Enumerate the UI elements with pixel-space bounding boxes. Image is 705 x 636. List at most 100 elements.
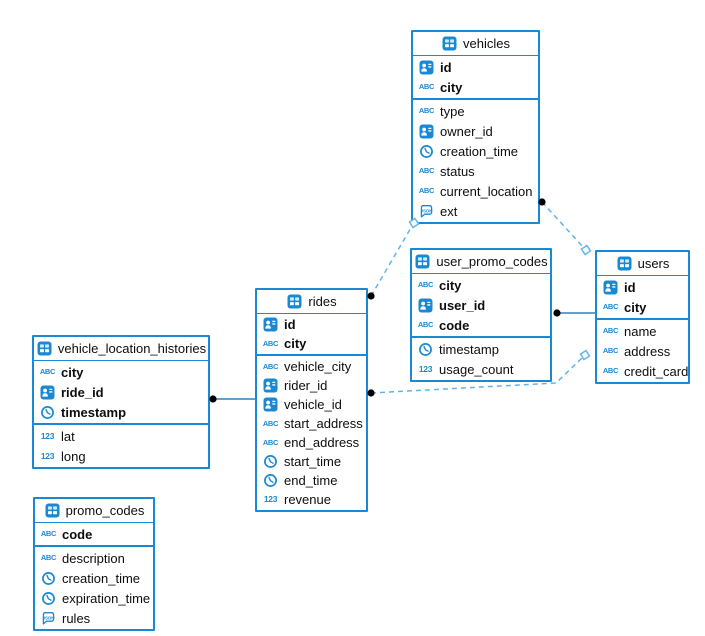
- table-header[interactable]: promo_codes: [35, 499, 153, 523]
- column-lat[interactable]: 123 lat: [34, 426, 208, 446]
- string-abc-icon: ABC: [40, 551, 57, 566]
- column-start_address[interactable]: ABC start_address: [257, 414, 366, 433]
- string-abc-icon-glyph: ABC: [39, 367, 56, 377]
- column-name: code: [439, 317, 470, 333]
- string-abc-icon-glyph: ABC: [418, 82, 435, 92]
- string-abc-icon: ABC: [417, 318, 434, 333]
- table-icon: [616, 256, 633, 271]
- column-id[interactable]: id: [413, 57, 538, 77]
- column-timestamp[interactable]: timestamp: [412, 339, 550, 359]
- id-card-icon: [602, 280, 619, 295]
- column-id[interactable]: id: [597, 277, 688, 297]
- relationship-line: [370, 225, 413, 297]
- number-123-icon: 123: [39, 429, 56, 444]
- column-current_location[interactable]: ABC current_location: [413, 181, 538, 201]
- string-abc-icon-glyph: ABC: [418, 186, 435, 196]
- column-rider_id[interactable]: rider_id: [257, 376, 366, 395]
- column-name: city: [284, 336, 307, 351]
- column-name: city: [61, 364, 84, 380]
- column-city[interactable]: ABC city: [413, 77, 538, 97]
- table-title: promo_codes: [65, 503, 145, 518]
- relationship-vehicle_location_histories-rides[interactable]: [209, 395, 256, 403]
- string-abc-icon-glyph: ABC: [417, 320, 434, 330]
- string-abc-icon-glyph: ABC: [262, 437, 279, 447]
- string-abc-icon: ABC: [262, 416, 279, 431]
- column-vehicle_id[interactable]: vehicle_id: [257, 395, 366, 414]
- column-user_id[interactable]: user_id: [412, 295, 550, 315]
- column-name: user_id: [439, 297, 486, 313]
- number-123-icon-glyph: 123: [40, 430, 55, 441]
- table-header[interactable]: rides: [257, 290, 366, 314]
- table-header[interactable]: vehicles: [413, 32, 538, 56]
- column-owner_id[interactable]: owner_id: [413, 121, 538, 141]
- table-header[interactable]: vehicle_location_histories: [34, 337, 208, 361]
- relationship-user_promo_codes-users[interactable]: [553, 309, 596, 317]
- column-name: id: [624, 279, 636, 295]
- column-code[interactable]: ABC code: [412, 315, 550, 335]
- column-name: owner_id: [440, 123, 493, 139]
- column-name: id: [284, 317, 296, 332]
- id-card-icon: [262, 378, 279, 393]
- column-name: name: [624, 323, 657, 339]
- table-header[interactable]: user_promo_codes: [412, 250, 550, 274]
- column-expiration_time[interactable]: expiration_time: [35, 588, 153, 608]
- string-abc-icon: ABC: [418, 80, 435, 95]
- column-name: city: [440, 79, 463, 95]
- string-abc-icon-glyph: ABC: [602, 326, 619, 336]
- column-id[interactable]: id: [257, 315, 366, 334]
- string-abc-icon: ABC: [602, 364, 619, 379]
- string-abc-icon-glyph: ABC: [418, 166, 435, 176]
- column-end_time[interactable]: end_time: [257, 471, 366, 490]
- table-header[interactable]: users: [597, 252, 688, 276]
- column-name: start_address: [284, 416, 363, 431]
- column-name: city: [624, 299, 647, 315]
- column-name: revenue: [284, 492, 331, 507]
- id-card-icon: [418, 124, 435, 139]
- table-icon: [36, 341, 53, 356]
- column-ride_id[interactable]: ride_id: [34, 382, 208, 402]
- string-abc-icon: ABC: [418, 164, 435, 179]
- column-creation_time[interactable]: creation_time: [413, 141, 538, 161]
- string-abc-icon-glyph: ABC: [262, 418, 279, 428]
- column-name: current_location: [440, 183, 533, 199]
- column-start_time[interactable]: start_time: [257, 452, 366, 471]
- string-abc-icon-glyph: ABC: [40, 553, 57, 563]
- table-title: user_promo_codes: [436, 254, 548, 269]
- id-card-icon: [262, 317, 279, 332]
- column-creation_time[interactable]: creation_time: [35, 568, 153, 588]
- relationship-vehicles-users[interactable]: [538, 198, 592, 256]
- column-name[interactable]: ABC name: [597, 321, 688, 341]
- string-abc-icon-glyph: ABC: [40, 529, 57, 539]
- column-timestamp[interactable]: timestamp: [34, 402, 208, 422]
- diamond-endpoint: [579, 349, 591, 361]
- timestamp-clock-icon: [40, 571, 57, 586]
- column-city[interactable]: ABC city: [34, 362, 208, 382]
- column-name: lat: [61, 428, 75, 444]
- id-card-icon: [262, 397, 279, 412]
